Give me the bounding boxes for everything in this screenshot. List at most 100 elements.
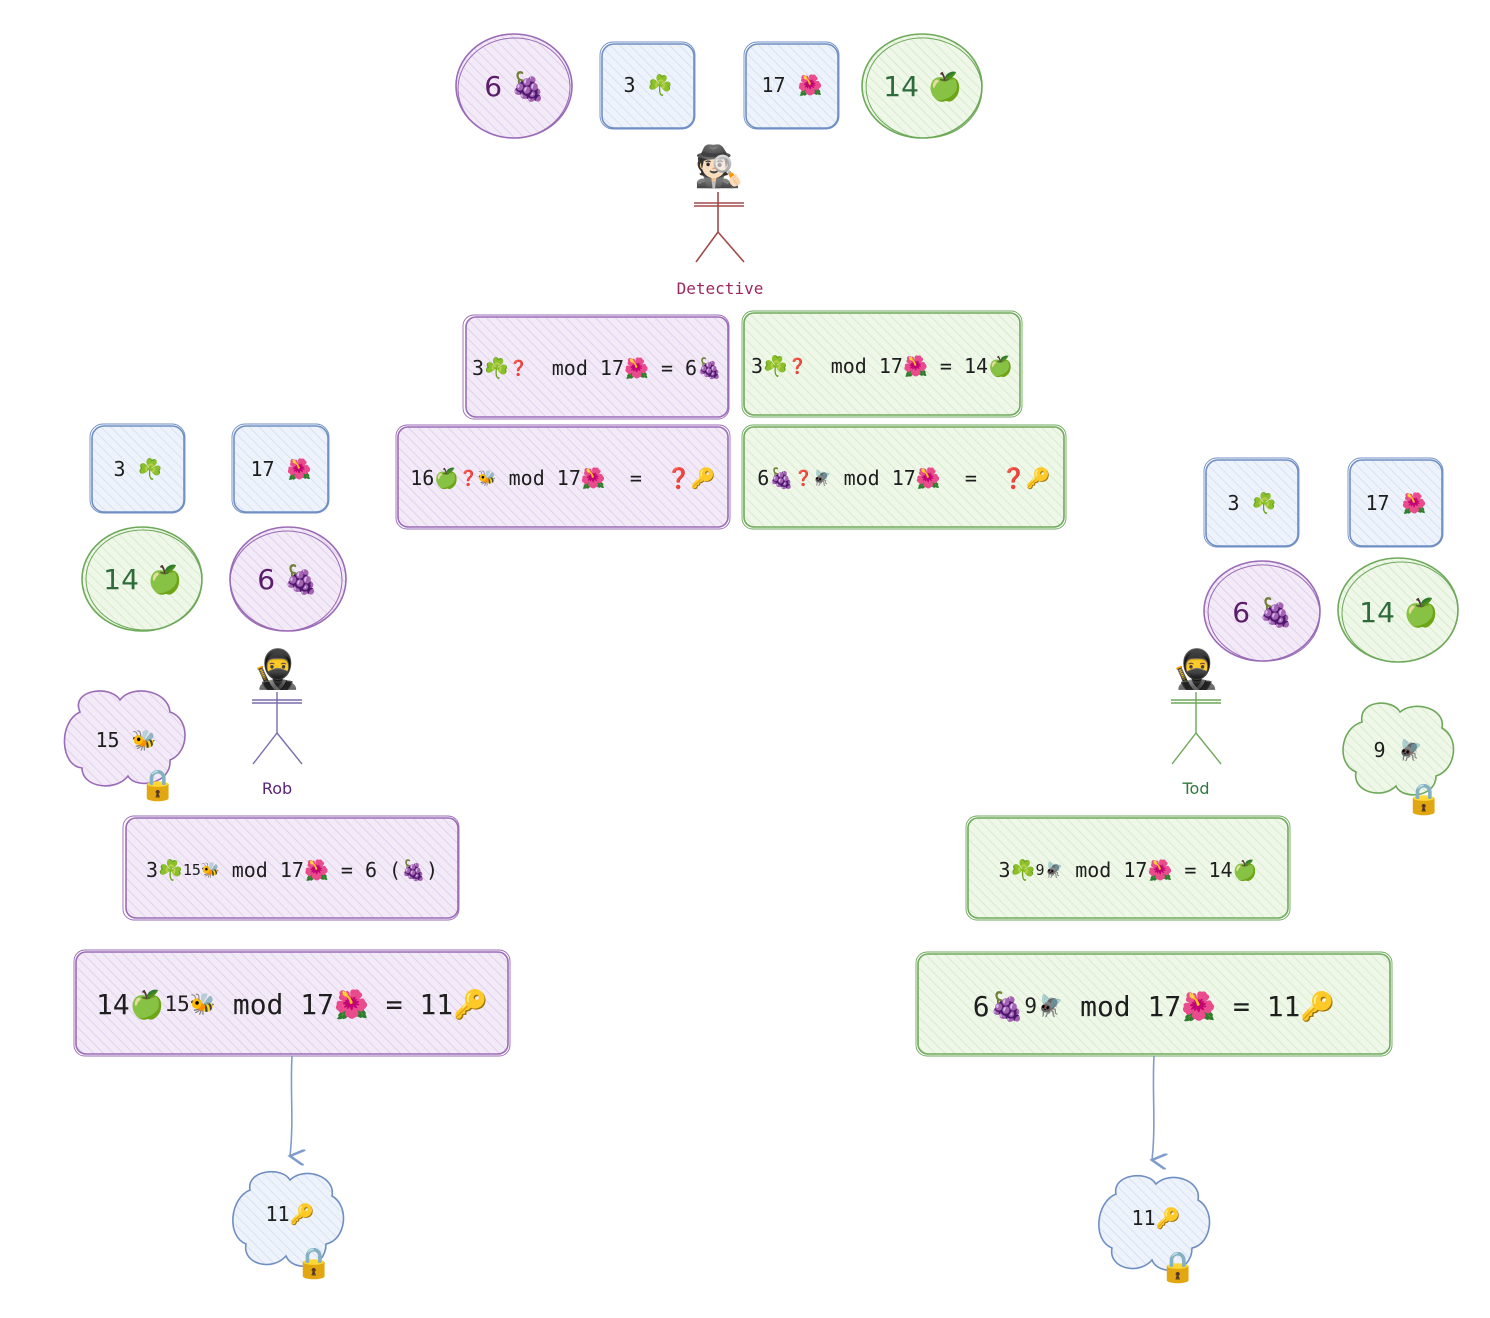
rob-eq1-result: = 6 ( bbox=[340, 858, 402, 882]
rob-clover-label: 3 ☘️ bbox=[92, 446, 184, 492]
tod-figure bbox=[1171, 692, 1222, 765]
ninja-icon: 🥷 bbox=[1172, 646, 1220, 691]
rob-apple-value: 14 bbox=[103, 562, 139, 596]
clover-icon: ☘️ bbox=[647, 73, 673, 97]
grapes-icon: 🍇 bbox=[989, 989, 1025, 1023]
top-apple-value: 14 bbox=[883, 69, 919, 103]
fly-icon: 🪰 bbox=[812, 469, 832, 487]
det-eq1: 3☘️❓ mod 17🌺 = 6🍇 bbox=[472, 356, 722, 380]
key-icon: 🔑 bbox=[1155, 1206, 1181, 1230]
tod-key-value: 11 bbox=[1131, 1206, 1156, 1230]
det-eq4-box bbox=[741, 424, 1067, 530]
grapes-icon: 🍇 bbox=[769, 466, 795, 490]
rob-eq2: 14🍏15🐝 mod 17🌺 = 11🔑 bbox=[76, 972, 508, 1036]
tod-hibiscus-box bbox=[1347, 457, 1444, 548]
fly-icon: 🪰 bbox=[1044, 861, 1064, 879]
tod-hibiscus-label: 17 🌺 bbox=[1350, 480, 1442, 526]
rob-eq2-exp: 15 bbox=[164, 992, 190, 1016]
rob-figure bbox=[252, 692, 303, 765]
tod-grapes-value: 6 bbox=[1232, 595, 1251, 629]
tod-secret-value: 9 bbox=[1373, 738, 1386, 762]
tod-eq2-exp: 9 bbox=[1024, 994, 1038, 1018]
rob-apple-label: 14 🍏 bbox=[84, 553, 202, 605]
det-eq3-box bbox=[395, 424, 731, 530]
key-icon: 🔑 bbox=[289, 1202, 315, 1226]
question-icon: ❓ bbox=[794, 469, 813, 487]
tod-arrow bbox=[1152, 1055, 1154, 1160]
top-clover-value: 3 bbox=[623, 73, 636, 97]
top-grapes-circle bbox=[455, 33, 573, 139]
tod-eq1-exp: 9 bbox=[1035, 861, 1045, 879]
tod-eq2-box bbox=[915, 951, 1393, 1057]
tod-eq1: 3☘️9🪰 mod 17🌺 = 14🍏 bbox=[968, 842, 1288, 898]
fly-icon: 🪰 bbox=[1397, 738, 1423, 762]
hibiscus-icon: 🌺 bbox=[334, 987, 369, 1021]
det-eq3-mod: mod 17 bbox=[508, 466, 581, 490]
det-eq1-mod: mod 17 bbox=[551, 356, 624, 380]
tod-apple-label: 14 🍏 bbox=[1340, 586, 1458, 638]
clover-icon: ☘️ bbox=[157, 858, 183, 882]
tod-eq2-base: 6 bbox=[972, 989, 990, 1023]
top-grapes-value: 6 bbox=[484, 69, 503, 103]
tod-clover-box bbox=[1203, 457, 1300, 548]
top-hibiscus-box bbox=[743, 41, 840, 130]
rob-eq1-exp: 15 bbox=[182, 861, 201, 879]
grapes-icon: 🍇 bbox=[510, 69, 546, 103]
top-grapes-label: 6 🍇 bbox=[460, 60, 570, 112]
tod-clover-value: 3 bbox=[1227, 491, 1240, 515]
hibiscus-icon: 🌺 bbox=[1401, 491, 1427, 515]
rob-eq1: 3☘️15🐝 mod 17🌺 = 6 (🍇) bbox=[126, 842, 458, 898]
det-eq2-box bbox=[741, 310, 1023, 418]
detective-figure bbox=[694, 192, 745, 263]
tod-grapes-circle bbox=[1203, 560, 1321, 662]
clover-icon: ☘️ bbox=[763, 354, 788, 378]
det-eq1-result: = 6 bbox=[660, 356, 698, 380]
lock-icon: 🔒 bbox=[139, 767, 177, 803]
lock-icon: 🔒 bbox=[295, 1245, 333, 1281]
hibiscus-icon: 🌺 bbox=[1147, 858, 1173, 882]
grapes-icon: 🍇 bbox=[1258, 595, 1294, 629]
tod-eq1-box bbox=[965, 815, 1291, 921]
tod-name: Tod bbox=[1182, 778, 1210, 798]
tod-eq1-mod: mod 17 bbox=[1075, 858, 1148, 882]
lock-icon: 🔒 bbox=[1405, 781, 1443, 817]
question-icon: ❓ bbox=[666, 466, 691, 490]
tod-apple-circle bbox=[1337, 557, 1459, 663]
hibiscus-icon: 🌺 bbox=[624, 356, 649, 380]
detective-icon: 🕵🏻 bbox=[694, 143, 744, 190]
bee-icon: 🐝 bbox=[200, 861, 220, 879]
clover-icon: ☘️ bbox=[1251, 491, 1277, 515]
bee-icon: 🐝 bbox=[477, 469, 497, 487]
tod-clover-label: 3 ☘️ bbox=[1206, 480, 1298, 526]
question-icon: ❓ bbox=[459, 469, 478, 487]
rob-grapes-circle bbox=[229, 526, 347, 632]
clover-icon: ☘️ bbox=[137, 457, 163, 481]
apple-icon: 🍏 bbox=[1403, 595, 1439, 629]
tod-hibiscus-value: 17 bbox=[1365, 491, 1390, 515]
hibiscus-icon: 🌺 bbox=[286, 457, 312, 481]
rob-hibiscus-box bbox=[231, 423, 330, 514]
apple-icon: 🍏 bbox=[147, 562, 183, 596]
tod-eq1-result: = 14 bbox=[1184, 858, 1233, 882]
bee-icon: 🐝 bbox=[131, 728, 157, 752]
hibiscus-icon: 🌺 bbox=[797, 73, 823, 97]
rob-apple-circle bbox=[81, 526, 203, 632]
grapes-icon: 🍇 bbox=[283, 562, 319, 596]
tod-secret-label: 9 🪰 bbox=[1352, 726, 1444, 774]
tod-key-cloud bbox=[1098, 1175, 1211, 1271]
tod-eq1-base: 3 bbox=[998, 858, 1011, 882]
ninja-icon: 🥷 bbox=[253, 646, 301, 691]
tod-apple-value: 14 bbox=[1359, 595, 1395, 629]
tod-key-label: 11🔑 bbox=[1114, 1196, 1198, 1240]
det-eq2: 3☘️❓ mod 17🌺 = 14🍏 bbox=[750, 354, 1013, 378]
top-apple-circle bbox=[861, 33, 983, 139]
rob-grapes-value: 6 bbox=[257, 562, 276, 596]
hibiscus-icon: 🌺 bbox=[902, 354, 928, 378]
fly-icon: 🪰 bbox=[1037, 994, 1064, 1018]
det-eq3-base: 16 bbox=[410, 466, 435, 490]
det-eq3-result: = bbox=[629, 466, 642, 490]
hibiscus-icon: 🌺 bbox=[1181, 989, 1217, 1023]
clover-icon: ☘️ bbox=[1010, 858, 1036, 882]
tod-grapes-label: 6 🍇 bbox=[1208, 586, 1318, 638]
